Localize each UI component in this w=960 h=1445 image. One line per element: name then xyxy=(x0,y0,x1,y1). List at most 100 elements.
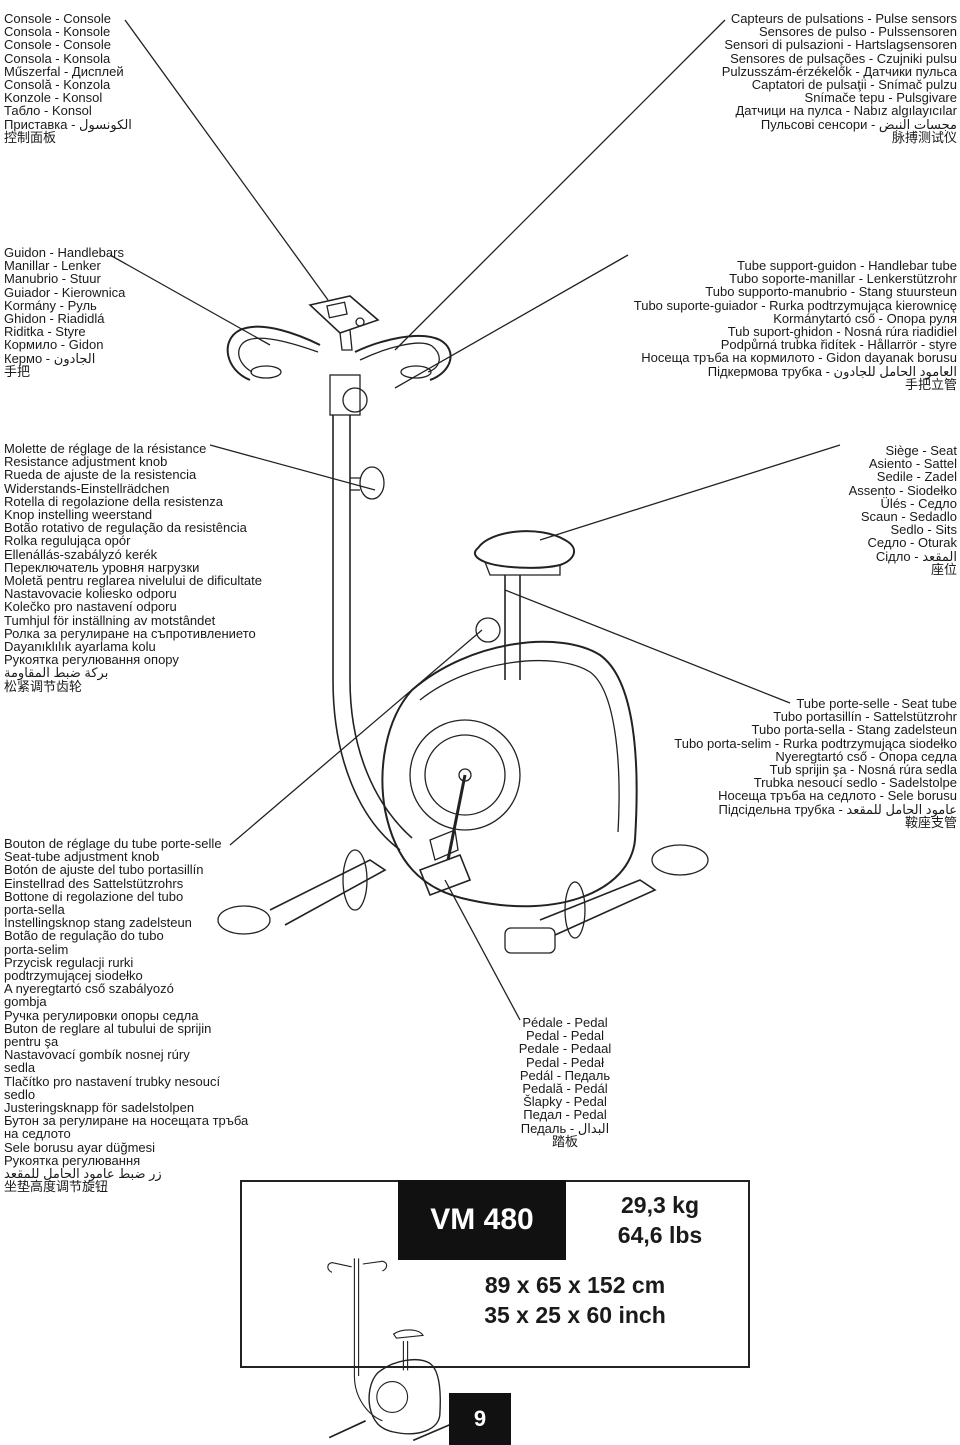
seat-tube-label-line: 鞍座支管 xyxy=(904,814,957,830)
resistance-knob-label-line: Botão rotativo de regulação da resistênc… xyxy=(4,520,247,536)
seat-tube-knob-label-line: Einstellrad des Sattelstützrohrs xyxy=(4,875,184,891)
seat-tube-knob-label-line: Justeringsknapp för sadelstolpen xyxy=(4,1100,195,1116)
seat-label-line: Siège - Seat xyxy=(885,443,957,458)
seat-tube-knob-label-line: porta-selim xyxy=(4,941,69,957)
pedal-label-line: Pedale - Pedaal xyxy=(518,1041,612,1057)
handlebars-label-line: Manubrio - Stuur xyxy=(4,271,101,287)
handlebars-label: Guidon - Handlebars Manillar - Lenker Ma… xyxy=(4,246,125,378)
pedal-label-line: Šlapky - Pedal xyxy=(523,1094,607,1110)
seat-tube-knob-label-line: Botão de regulação do tubo xyxy=(4,928,164,944)
handlebar-tube-label-line: Tub suport-ghidon - Nosná rúra riadidiel xyxy=(727,324,957,340)
resistance-knob-label-line: Molette de réglage de la résistance xyxy=(4,441,207,456)
console-label-line: Console - Console xyxy=(4,11,111,26)
seat-tube-label-line: Nyeregtartó cső - Опора седла xyxy=(775,748,957,764)
page-number: 9 xyxy=(449,1393,511,1445)
seat-tube-knob-label: Bouton de réglage du tube porte-selle Se… xyxy=(4,836,249,1195)
seat-tube-knob-label-line: A nyeregtartó cső szabályozó xyxy=(4,981,174,997)
seat-label-line: Assento - Siodełko xyxy=(848,482,957,498)
seat-tube-knob-label-line: Przycisk regulacji rurki xyxy=(4,954,134,970)
handlebars-label-line: Manillar - Lenker xyxy=(4,258,101,274)
pulse-sensors-label-line: Пульсові сенсори - مجسات النبض xyxy=(760,116,957,132)
weight-kg: 29,3 kg xyxy=(621,1192,699,1218)
resistance-knob-label-line: Resistance adjustment knob xyxy=(4,454,168,470)
handlebar-tube-label-line: Podpůrná trubka řidítek - Hållarrör - st… xyxy=(720,337,957,353)
console-label-line: Consola - Konsola xyxy=(4,50,111,66)
pedal-label-line: 踏板 xyxy=(551,1133,578,1149)
console-label-line: Consolă - Konzola xyxy=(4,77,111,93)
resistance-knob-label-line: Kolečko pro nastavení odporu xyxy=(4,599,177,615)
pulse-sensors-label-line: Sensores de pulso - Pulssensoren xyxy=(758,24,957,40)
seat-label-line: Sedile - Zadel xyxy=(876,469,957,485)
console-label-line: Műszerfal - Дисплей xyxy=(4,63,124,79)
resistance-knob-label-line: Knop instelling weerstand xyxy=(4,507,153,523)
console-label-line: Konzole - Konsol xyxy=(4,90,103,106)
seat-tube-knob-label-line: 坐垫高度调节旋钮 xyxy=(4,1179,109,1195)
pulse-sensors-label-line: Captatori de pulsaţii - Snímač pulzu xyxy=(751,77,957,93)
pedal-label-line: Педаль - البدال xyxy=(520,1120,610,1136)
seat-tube-knob-label-line: Sele borusu ayar düğmesi xyxy=(4,1139,156,1155)
seat-tube-knob-label-line: Bouton de réglage du tube porte-selle xyxy=(4,836,222,851)
seat-tube-knob-label-line: Nastavovací gombík nosnej rúry xyxy=(4,1047,190,1063)
pulse-sensors-label-line: Датчици на пулса - Nabız algılayıcılar xyxy=(735,103,957,119)
handlebar-tube-label-line: Kormánytartó cső - Опора руля xyxy=(773,310,957,326)
seat-tube-label-line: Tub sprijin şa - Nosná rúra sedla xyxy=(769,762,957,778)
seat-label-line: Сідло - المقعد xyxy=(875,548,957,564)
resistance-knob-label-line: 松紧调节齿轮 xyxy=(4,678,83,694)
resistance-knob-label-line: Ellenállás-szabályzó kerék xyxy=(4,546,158,562)
seat-tube-knob-label-line: Рукоятка регулювання xyxy=(4,1152,141,1168)
pedal-label: Pédale - Pedal Pedal - Pedal Pedale - Pe… xyxy=(500,1016,630,1148)
handlebars-label-line: Guidon - Handlebars xyxy=(4,245,124,260)
seat-tube-knob-label-line: Buton de reglare al tubului de sprijin xyxy=(4,1020,212,1036)
handlebar-tube-label-line: 手把立管 xyxy=(904,376,957,392)
seat-tube-knob-label-line: gombja xyxy=(4,994,47,1010)
seat-label-line: Седло - Oturak xyxy=(867,535,957,551)
handlebars-label-line: Кермо - الجادون xyxy=(4,350,96,366)
seat-tube-label: Tube porte-selle - Seat tube Tubo portas… xyxy=(674,697,957,829)
seat-tube-knob-label-line: Instellingsknop stang zadelsteun xyxy=(4,915,192,931)
handlebar-tube-label-line: Tube support-guidon - Handlebar tube xyxy=(737,258,957,273)
pedal-label-line: Педал - Pedal xyxy=(523,1107,607,1123)
console-label-line: Табло - Konsol xyxy=(4,103,92,119)
seat-tube-knob-label-line: на седлото xyxy=(4,1126,71,1142)
seat-tube-label-line: Підсідельна трубка - عامود الحامل للمقعد xyxy=(718,801,957,817)
seat-tube-knob-label-line: Бутон за регулиране на носещата тръба xyxy=(4,1113,249,1129)
seat-tube-knob-label-line: Botón de ajuste del tubo portasillín xyxy=(4,862,204,878)
handlebar-tube-label-line: Tubo suporte-guiador - Rurka podtrzymują… xyxy=(633,297,957,313)
handlebars-label-line: Kormány - Руль xyxy=(4,297,97,313)
dimensions-spec: 89 x 65 x 152 cm 35 x 25 x 60 inch xyxy=(400,1270,750,1330)
handlebars-label-line: Riditka - Styre xyxy=(4,324,86,340)
seat-tube-knob-label-line: pentru şa xyxy=(4,1034,59,1050)
handlebar-tube-label-line: Підкермова трубка - العامود الحامل للجاد… xyxy=(707,363,957,379)
resistance-knob-label-line: Tumhjul för inställning av motstândet xyxy=(4,612,216,628)
seat-tube-knob-label-line: Seat-tube adjustment knob xyxy=(4,849,160,865)
handlebars-label-line: Кормило - Gidon xyxy=(4,337,104,353)
seat-tube-label-line: Tubo porta-selim - Rurka podtrzymująca s… xyxy=(674,735,957,751)
pedal-label-line: Pedală - Pedál xyxy=(522,1081,608,1097)
pulse-sensors-label-line: Sensori di pulsazioni - Hartslagsensoren xyxy=(724,37,957,53)
pulse-sensors-label-line: 脉搏测试仪 xyxy=(891,129,957,145)
seat-tube-knob-label-line: زر ضبط عامود الحامل للمقعد xyxy=(4,1166,162,1182)
seat-tube-knob-label-line: podtrzymującej siodełko xyxy=(4,968,143,984)
pedal-label-line: Pédale - Pedal xyxy=(522,1015,608,1030)
resistance-knob-label-line: Rotella di regolazione della resistenza xyxy=(4,493,223,509)
pulse-sensors-label-line: Capteurs de pulsations - Pulse sensors xyxy=(730,11,957,26)
seat-label-line: Asiento - Sattel xyxy=(868,456,957,472)
console-label: Console - Console Consola - Konsole Cons… xyxy=(4,12,132,144)
handlebars-label-line: Ghidon - Riadidlá xyxy=(4,311,105,327)
pulse-sensors-label-line: Snímače tepu - Pulsgivare xyxy=(804,90,957,106)
seat-tube-label-line: Tubo portasillín - Sattelstützrohr xyxy=(773,709,957,725)
resistance-knob-label-line: Moletă pentru reglarea nivelului de difi… xyxy=(4,573,262,589)
model-name: VM 480 xyxy=(398,1180,566,1260)
resistance-knob-label-line: Dayanıklılık ayarlama kolu xyxy=(4,639,156,655)
resistance-knob-label: Molette de réglage de la résistance Resi… xyxy=(4,442,262,693)
seat-label: Siège - Seat Asiento - Sattel Sedile - Z… xyxy=(849,444,957,576)
seat-label-line: Scaun - Sedadlo xyxy=(860,509,957,525)
handlebar-tube-label-line: Носеща тръба на кормилото - Gidon dayana… xyxy=(641,350,957,366)
seat-tube-knob-label-line: Ручка регулировки опоры седла xyxy=(4,1007,199,1023)
seat-label-line: Sedlo - Sits xyxy=(890,522,957,538)
seat-tube-knob-label-line: porta-sella xyxy=(4,902,65,918)
resistance-knob-label-line: Widerstands-Einstellrädchen xyxy=(4,480,170,496)
seat-tube-knob-label-line: Bottone di regolazione del tubo xyxy=(4,888,184,904)
pedal-label-line: Pedal - Pedał xyxy=(525,1054,605,1070)
seat-tube-knob-label-line: sedlo xyxy=(4,1086,36,1102)
